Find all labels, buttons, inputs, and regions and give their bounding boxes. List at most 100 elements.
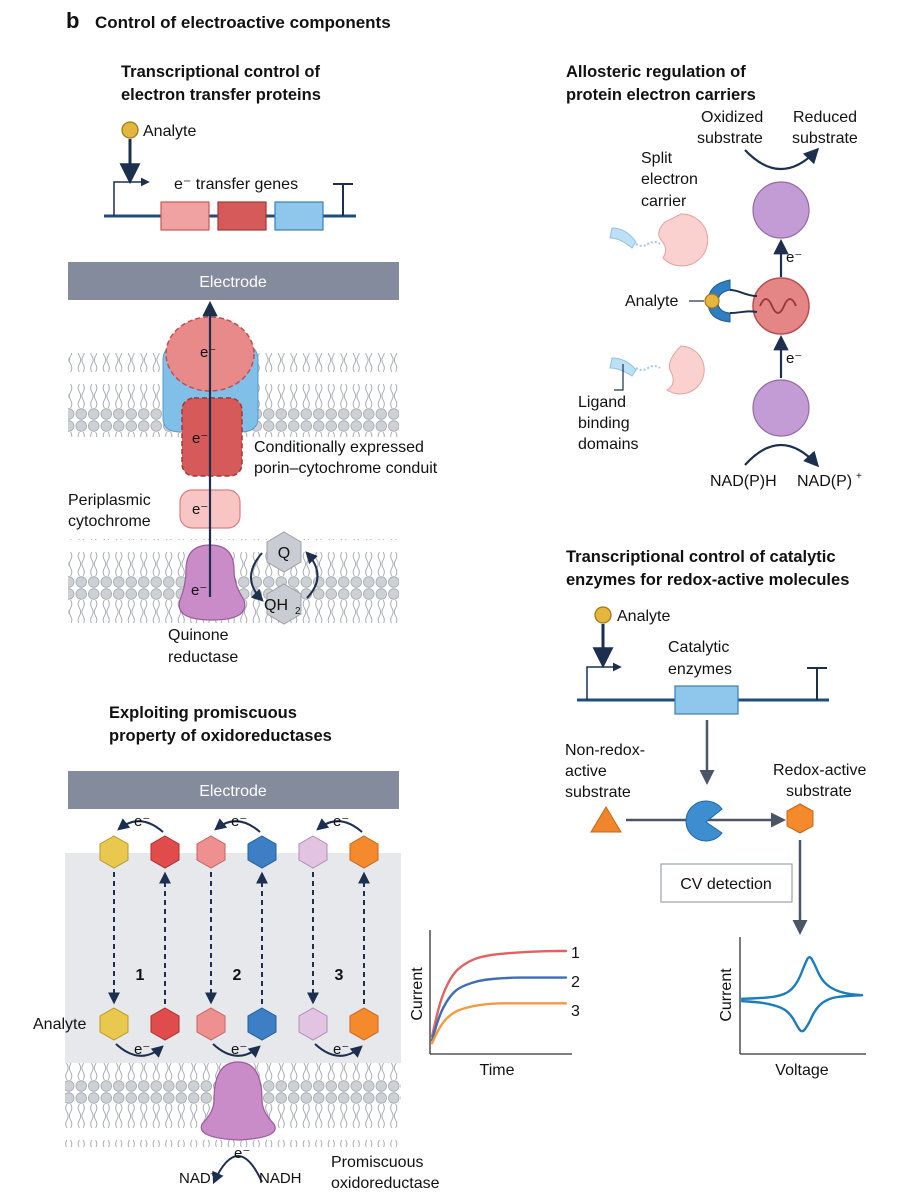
section-allosteric-regulation: Allosteric regulation of protein electro…	[566, 63, 862, 490]
quinol-hexagon	[266, 583, 302, 625]
ligand-binding-line1: Ligand	[578, 394, 626, 411]
nadp-label: NAD(P)	[797, 473, 852, 490]
conduit-label-line2: porin–cytochrome conduit	[254, 460, 438, 477]
gene-box-3	[274, 201, 324, 231]
nadph-label: NAD(P)H	[710, 473, 777, 490]
pair-number-1: 1	[136, 967, 145, 984]
mediator-1-bottom	[150, 1007, 180, 1041]
nonredox-line1: Non-redox-	[565, 742, 645, 759]
cv-detection-label: CV detection	[680, 876, 772, 893]
bl-analyte-label: Analyte	[33, 1016, 86, 1033]
bound-analyte-icon	[704, 293, 720, 309]
split-carrier-line3: carrier	[641, 193, 687, 210]
periplasmic-label-line2: cytochrome	[68, 513, 151, 530]
tl-title-line2: electron transfer proteins	[121, 86, 321, 104]
split-carrier-assembled	[752, 277, 810, 335]
ligand-binding-line2: binding	[578, 415, 630, 432]
panel-letter: b	[66, 8, 79, 33]
ligand-pointer	[614, 364, 624, 391]
oxidized-substrate-line1: Oxidized	[701, 109, 763, 126]
chart2-ylabel: Current	[718, 968, 735, 1022]
top-arrow-1	[117, 818, 164, 833]
mediator-1-oxidized-top	[150, 835, 180, 869]
mediator-3-oxidized-top	[349, 835, 379, 869]
redox-active-hexagon	[786, 803, 814, 834]
terminator-icon	[333, 183, 353, 216]
top-e-label-2: e⁻	[231, 813, 247, 830]
q-label: Q	[278, 545, 290, 562]
linker-bottom	[635, 365, 661, 371]
br-promoter-arrow-icon	[586, 662, 622, 700]
quinone-hexagon	[266, 531, 302, 573]
nadh-label: NADH	[259, 1170, 302, 1187]
chart1-series-2	[430, 976, 568, 1042]
redox-active-line1: Redox-active	[773, 762, 866, 779]
mediator-3-bottom-left	[298, 1007, 328, 1041]
section-promiscuous-oxidoreductases: Exploiting promiscuous property of oxido…	[33, 704, 440, 1192]
non-redox-substrate-triangle	[590, 806, 622, 833]
substrate-reduction-arrow	[744, 147, 820, 171]
inner-cytochrome	[181, 397, 243, 477]
chart1-series-label-1: 1	[571, 945, 580, 962]
promoter-arrow-icon	[113, 177, 150, 216]
reduced-substrate-line1: Reduced	[793, 109, 857, 126]
electrode-bottom	[68, 771, 399, 809]
electrode-top-label: Electrode	[199, 274, 267, 291]
qh-label: QH	[264, 597, 288, 614]
catalytic-label-line2: enzymes	[668, 661, 732, 678]
promiscuous-label-line2: oxidoreductase	[331, 1175, 440, 1192]
pair-number-3: 3	[335, 967, 344, 984]
gene-box-2	[217, 201, 267, 231]
gene-box-1	[160, 201, 210, 231]
bottom-arrow-3	[314, 1043, 363, 1058]
electrode-top	[68, 262, 399, 300]
genes-label: e⁻ transfer genes	[174, 176, 298, 193]
chart1-series-1	[430, 949, 568, 1038]
tr-title-line1: Allosteric regulation of	[566, 63, 746, 81]
chart2-xlabel: Voltage	[775, 1062, 828, 1079]
chart2-series-2	[740, 994, 864, 1033]
chart2-series-1	[740, 956, 864, 1000]
br-terminator-icon	[807, 667, 827, 700]
nonredox-line2: active	[565, 763, 607, 780]
split-carrier-half-top	[658, 213, 709, 267]
br-title-line2: enzymes for redox-active molecules	[566, 571, 849, 589]
bottom-arrow-1	[115, 1043, 164, 1058]
top-arrow-2	[214, 818, 261, 833]
mediator-3-bottom-right	[349, 1007, 379, 1041]
redox-active-line2: substrate	[786, 783, 852, 800]
tr-analyte-label: Analyte	[625, 293, 678, 310]
chart1-xlabel: Time	[480, 1062, 515, 1079]
promiscuous-enzyme	[200, 1061, 276, 1141]
cv-detection-box	[660, 863, 793, 903]
q-cycle-arrow-right	[305, 551, 319, 599]
mediator-2-reduced-top	[196, 835, 226, 869]
nadp-superscript: +	[856, 471, 862, 482]
ligand-binding-line3: domains	[578, 436, 638, 453]
top-e-label-1: e⁻	[134, 813, 150, 830]
tl-title-line1: Transcriptional control of	[121, 63, 320, 81]
catalytic-enzyme-pacman	[685, 800, 723, 842]
electron-label-4: e⁻	[191, 582, 207, 599]
bottom-e-label-1: e⁻	[134, 1041, 150, 1058]
electron-label-1: e⁻	[200, 344, 216, 361]
reduced-substrate-line2: substrate	[792, 130, 858, 147]
conduit-label-line1: Conditionally expressed	[254, 439, 424, 456]
cyclic-voltammogram-chart: Voltage Current	[718, 937, 866, 1079]
section-catalytic-enzymes: Transcriptional control of catalytic enz…	[565, 548, 866, 935]
oxidized-substrate-line2: substrate	[697, 130, 763, 147]
analyte-ball-icon	[121, 121, 139, 139]
catalytic-label-line1: Catalytic	[668, 639, 729, 656]
quinone-reductase-label-line1: Quinone	[168, 627, 229, 644]
electron-label-3: e⁻	[192, 501, 208, 518]
bottom-e-label-2: e⁻	[231, 1041, 247, 1058]
chart1-series-label-3: 3	[571, 1003, 580, 1020]
bl-title-line1: Exploiting promiscuous	[109, 704, 297, 722]
nonredox-line3: substrate	[565, 784, 631, 801]
mediator-2-oxidized-top	[247, 835, 277, 869]
nad-superscript: +	[210, 1169, 215, 1179]
tr-title-line2: protein electron carriers	[566, 86, 756, 104]
q-cycle-arrow-left	[250, 552, 264, 602]
qh-subscript: 2	[295, 606, 301, 617]
